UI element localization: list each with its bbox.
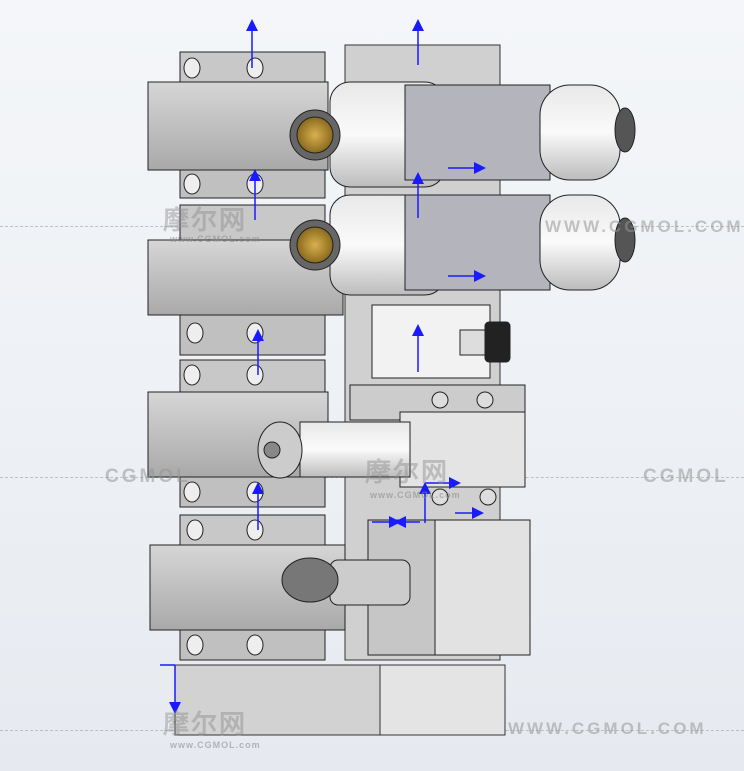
watermark-url: www.CGMOL.com — [170, 740, 261, 750]
base-plate — [174, 664, 506, 736]
watermark-brand-left: CGMOL — [105, 466, 191, 487]
valve-block-1 — [147, 51, 329, 199]
manual-valve — [281, 519, 531, 656]
solenoid-valve-1 — [289, 81, 636, 188]
watermark-brand-right: CGMOL — [643, 466, 729, 487]
watermark-cn-logo: 摩尔网 — [365, 458, 450, 488]
yellow-knob — [296, 226, 334, 264]
handle-knob — [281, 557, 339, 603]
pressure-valve — [371, 304, 511, 379]
axis-triads — [160, 19, 486, 714]
solenoid-valve-2 — [289, 194, 636, 296]
left-valve-stack — [147, 51, 346, 661]
directional-valve — [257, 384, 526, 506]
watermark-cn-logo: 摩尔网 — [163, 206, 248, 236]
watermark-url: www.CGMOL.com — [170, 234, 261, 244]
watermark-url: www.CGMOL.com — [370, 490, 461, 500]
yellow-knob — [296, 116, 334, 154]
watermark-url-bottom-right: WWW.CGMOL.COM — [508, 719, 707, 738]
watermark-url-right: WWW.CGMOL.COM — [545, 217, 744, 236]
watermark-cn-logo: 摩尔网 — [163, 710, 248, 740]
